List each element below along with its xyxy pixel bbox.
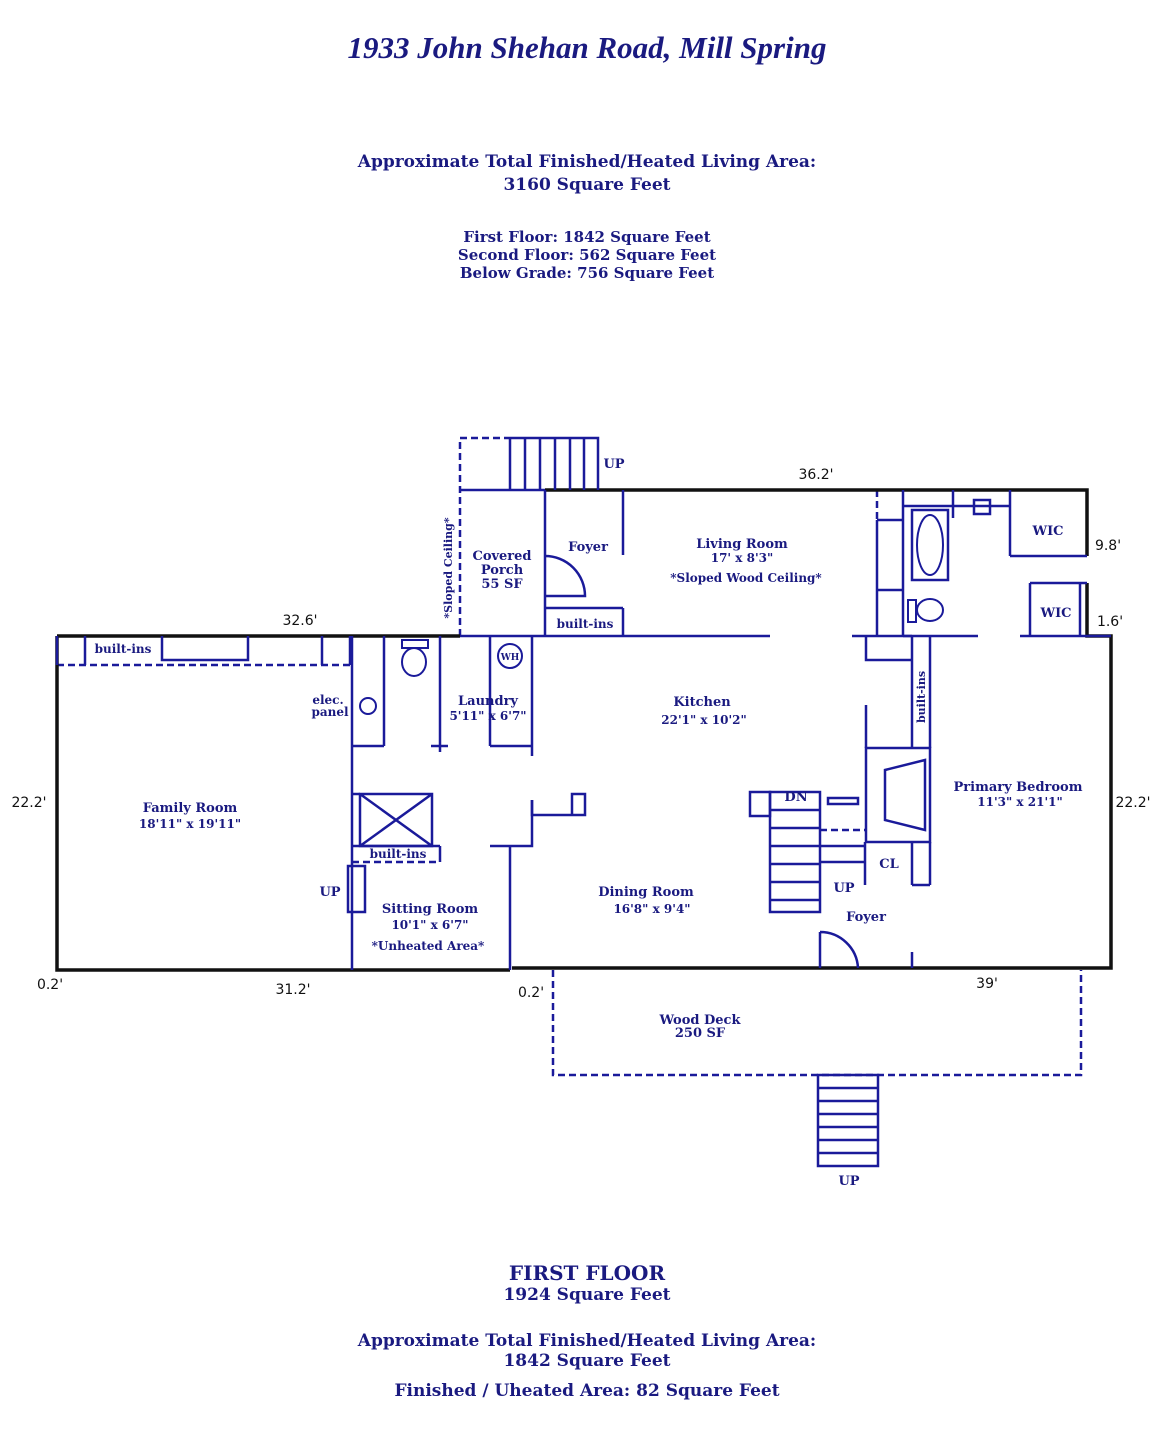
builtins-label: built-ins	[370, 847, 427, 861]
tub-inner-icon	[916, 514, 944, 576]
floor-area-label: Approximate Total Finished/Heated Living…	[357, 1331, 817, 1351]
elec-panel-label: elec.	[312, 693, 343, 707]
foyer-walls	[545, 490, 770, 638]
laundry-label: Laundry	[458, 694, 518, 709]
stairs-up-label: UP	[319, 885, 340, 900]
family-builtins	[55, 636, 352, 665]
toilet-tank-icon	[907, 599, 917, 623]
sloped-ceiling-label: *Sloped Ceiling*	[442, 517, 455, 618]
wood-deck-label: Wood Deck	[659, 1013, 742, 1028]
dimension-label: 39'	[976, 976, 998, 992]
primary-bedroom-size: 11'3" x 21'1"	[977, 795, 1062, 809]
family-room-label: Family Room	[143, 801, 238, 816]
living-room-size: 17' x 8'3"	[711, 551, 774, 565]
total-area-value: 3160 Square Feet	[503, 175, 671, 195]
sitting-room-note: *Unheated Area*	[372, 939, 485, 953]
dimension-label: 0.2'	[37, 977, 63, 993]
builtins-label: built-ins	[95, 642, 152, 656]
foyer-bottom	[818, 930, 914, 969]
deck-stairs	[816, 1073, 880, 1168]
dimension-label: 22.2'	[1115, 795, 1150, 811]
dimension-label: 31.2'	[275, 982, 310, 998]
kitchen-label: Kitchen	[673, 695, 731, 710]
laundry-size: 5'11" x 6'7"	[449, 709, 526, 723]
dining-room-label: Dining Room	[598, 885, 694, 900]
closet-walls	[863, 842, 932, 887]
hall-walls	[852, 634, 932, 748]
foyer-door	[544, 554, 587, 598]
toilet-icon	[401, 647, 427, 677]
sitting-room-size: 10'1" x 6'7"	[391, 918, 468, 932]
sitting-up	[346, 864, 367, 914]
sink-icon	[359, 697, 377, 715]
kitchen-nook	[530, 792, 587, 817]
bath-walls	[875, 490, 1111, 638]
kitchen-size: 22'1" x 10'2"	[661, 713, 746, 727]
bath-sink	[972, 498, 992, 516]
toilet-tank-icon	[401, 639, 429, 649]
covered-porch-label: Porch	[481, 563, 524, 578]
exterior-wall-left	[55, 634, 510, 972]
stairs-down-label: DN	[784, 790, 807, 805]
living-room-note: *Sloped Wood Ceiling*	[670, 571, 822, 585]
stair-landing	[748, 790, 865, 864]
unheated-area: Finished / Uheated Area: 82 Square Feet	[394, 1381, 780, 1401]
second-floor-area: Second Floor: 562 Square Feet	[457, 246, 717, 264]
covered-porch-area: 55 SF	[481, 577, 523, 592]
foyer-bottom-label: Foyer	[846, 910, 886, 925]
elec-panel-label: panel	[311, 705, 349, 719]
dimension-label: 1.6'	[1097, 614, 1123, 630]
dimension-label: 9.8'	[1095, 538, 1121, 554]
shower	[358, 792, 434, 848]
stairs-up-label: UP	[603, 457, 624, 472]
floor-name: FIRST FLOOR	[508, 1261, 666, 1285]
first-floor-area: First Floor: 1842 Square Feet	[463, 228, 711, 246]
stairs-up-label: UP	[833, 881, 854, 896]
wic-label: WIC	[1039, 606, 1071, 621]
water-heater-label: WH	[500, 653, 520, 663]
covered-porch-label: Covered	[472, 549, 531, 564]
living-room-label: Living Room	[696, 537, 788, 552]
dimension-label: 36.2'	[798, 467, 833, 483]
hall-gas-line	[826, 796, 860, 806]
floor-area-value: 1842 Square Feet	[503, 1351, 671, 1371]
toilet-icon	[916, 598, 944, 622]
wic-label: WIC	[1031, 524, 1063, 539]
stairs-main	[768, 790, 822, 914]
builtins-label: built-ins	[915, 671, 928, 723]
wood-deck-outline	[551, 970, 1083, 1077]
porch-outline	[458, 436, 510, 636]
dimension-label: 0.2'	[518, 985, 544, 1001]
page-title: 1933 John Shehan Road, Mill Spring	[347, 30, 827, 65]
dimension-label: 22.2'	[11, 795, 46, 811]
total-area-label: Approximate Total Finished/Heated Living…	[357, 152, 817, 172]
dining-room-size: 16'8" x 9'4"	[613, 902, 690, 916]
water-heater-icon	[497, 643, 523, 669]
wood-deck-area: 250 SF	[675, 1026, 726, 1041]
top-stairs	[508, 436, 600, 490]
half-bath-walls	[350, 636, 534, 970]
floor-sqft: 1924 Square Feet	[503, 1285, 671, 1305]
shower-wall	[352, 792, 534, 970]
closet-label: CL	[879, 857, 899, 872]
foyer-top-label: Foyer	[568, 540, 608, 555]
dimension-label: 32.6'	[282, 613, 317, 629]
family-room-size: 18'11" x 19'11"	[139, 817, 241, 831]
builtins-label: built-ins	[557, 617, 614, 631]
bathtub	[910, 508, 950, 582]
below-grade-area: Below Grade: 756 Square Feet	[459, 264, 715, 282]
primary-bedroom-label: Primary Bedroom	[954, 780, 1083, 795]
sitting-room-label: Sitting Room	[382, 902, 478, 917]
stairs-up-label: UP	[838, 1174, 859, 1189]
fireplace	[864, 746, 932, 844]
